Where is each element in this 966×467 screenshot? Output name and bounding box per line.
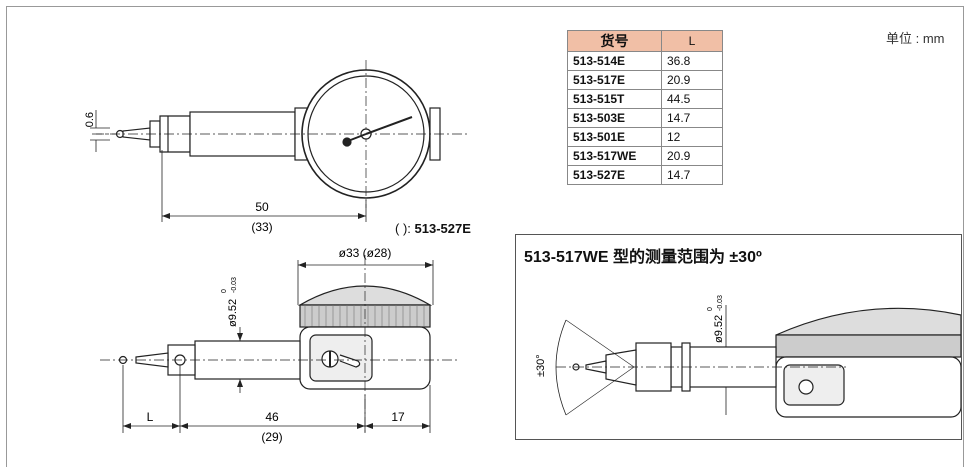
dim-46: 46 — [265, 410, 279, 424]
dim-shank-dia: ø9.52 — [227, 299, 239, 327]
inset-title-text: 型的测量范围为 ±30º — [608, 249, 762, 266]
inset-tol-lower: -0.03 — [717, 295, 724, 311]
model-cell: 513-501E — [567, 127, 662, 147]
model-cell: 513-517E — [567, 70, 662, 90]
l-cell: 12 — [661, 127, 723, 147]
note-model: 513-527E — [414, 221, 471, 236]
l-cell: 14.7 — [661, 108, 723, 128]
side-view-drawing: ø33 (ø28) ø9.52 0 -0.03 L 46 (29) 17 — [100, 246, 460, 444]
drawing-frame — [6, 6, 964, 467]
inset-angle: ±30° — [535, 354, 547, 377]
l-cell: 20.9 — [661, 146, 723, 166]
table-header-row: 货号 L — [567, 30, 723, 52]
top-view-drawing: 0.6 50 (33) — [84, 60, 470, 234]
inset-tol-upper: 0 — [707, 307, 714, 311]
dim-33: (33) — [251, 220, 272, 234]
dim-50: 50 — [255, 200, 269, 214]
l-cell: 14.7 — [661, 165, 723, 185]
model-cell: 513-515T — [567, 89, 662, 109]
dim-l: L — [147, 410, 154, 424]
dim-dia-33: ø33 (ø28) — [339, 246, 392, 260]
l-cell: 36.8 — [661, 51, 723, 71]
inset-title: 513-517WE 型的测量范围为 ±30º — [524, 243, 762, 267]
inset-drawing: ±30° ø9.52 0 -0.03 — [535, 295, 961, 418]
unit-label: 单位 : mm — [886, 31, 945, 46]
header-l: L — [661, 30, 723, 52]
dim-29: (29) — [261, 430, 282, 444]
l-cell: 44.5 — [661, 89, 723, 109]
inset-shank-dia: ø9.52 — [713, 315, 725, 343]
alt-model-note: ( ): 513-527E — [395, 221, 471, 236]
dim-offset: 0.6 — [84, 112, 96, 127]
inset-title-model: 513-517WE — [524, 249, 609, 266]
note-prefix: ( ): — [395, 221, 415, 236]
model-cell: 513-503E — [567, 108, 662, 128]
dim-tol-upper: 0 — [221, 289, 228, 293]
model-cell: 513-527E — [567, 165, 662, 185]
range-inset: 513-517WE 型的测量范围为 ±30º ±30° ø9.52 0 -0.0… — [515, 234, 962, 440]
model-cell: 513-514E — [567, 51, 662, 71]
l-cell: 20.9 — [661, 70, 723, 90]
dim-17: 17 — [391, 410, 405, 424]
header-model: 货号 — [567, 30, 662, 52]
model-cell: 513-517WE — [567, 146, 662, 166]
dim-tol-lower: -0.03 — [231, 277, 238, 293]
